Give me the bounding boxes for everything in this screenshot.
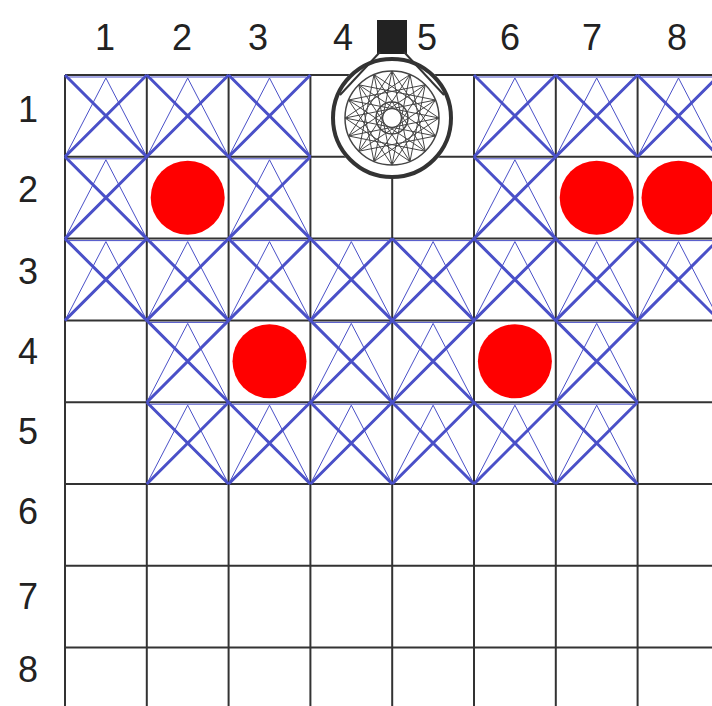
blocked-cell bbox=[638, 75, 712, 157]
red-ball bbox=[151, 161, 225, 235]
blocked-cell bbox=[310, 402, 392, 484]
column-number: 7 bbox=[582, 20, 602, 56]
blocked-cell bbox=[310, 239, 392, 321]
blocked-cell bbox=[147, 402, 229, 484]
blocked-cell bbox=[556, 402, 638, 484]
column-number: 6 bbox=[500, 20, 520, 56]
blocked-cell bbox=[556, 320, 638, 402]
grid-line bbox=[64, 75, 66, 706]
grid-line bbox=[309, 75, 311, 706]
grid-line bbox=[228, 75, 230, 706]
grid-line bbox=[473, 75, 475, 706]
red-ball bbox=[478, 324, 552, 398]
column-number: 8 bbox=[667, 20, 687, 56]
blocked-cell bbox=[474, 75, 556, 157]
column-number: 3 bbox=[248, 20, 268, 56]
blocked-cell bbox=[392, 320, 474, 402]
grid-line bbox=[555, 75, 557, 706]
blocked-cell bbox=[638, 239, 712, 321]
grid-line bbox=[65, 565, 712, 567]
blocked-cell bbox=[474, 402, 556, 484]
blocked-cell bbox=[65, 75, 147, 157]
grid-line bbox=[65, 401, 712, 403]
column-number: 5 bbox=[417, 20, 437, 56]
column-number: 1 bbox=[95, 20, 115, 56]
blocked-cell bbox=[556, 75, 638, 157]
blocked-cell bbox=[474, 239, 556, 321]
blocked-cell bbox=[229, 75, 311, 157]
row-number: 8 bbox=[18, 652, 38, 688]
blocked-cell bbox=[474, 157, 556, 239]
blocked-cell bbox=[556, 239, 638, 321]
blocked-cell bbox=[65, 157, 147, 239]
blocked-cell bbox=[392, 402, 474, 484]
blocked-cell bbox=[65, 239, 147, 321]
column-number: 4 bbox=[333, 20, 353, 56]
blocked-cell bbox=[229, 157, 311, 239]
red-ball bbox=[233, 324, 307, 398]
blocked-cell bbox=[392, 239, 474, 321]
row-number: 4 bbox=[18, 334, 38, 370]
grid-line bbox=[65, 319, 712, 321]
balls bbox=[151, 161, 712, 399]
red-ball bbox=[642, 161, 712, 235]
grid-line bbox=[637, 75, 639, 706]
row-number: 7 bbox=[18, 579, 38, 615]
blocked-cell bbox=[229, 402, 311, 484]
row-number: 3 bbox=[18, 254, 38, 290]
grid-line bbox=[65, 483, 712, 485]
grid-line bbox=[65, 647, 712, 649]
blocked-cell bbox=[310, 320, 392, 402]
row-number: 2 bbox=[18, 172, 38, 208]
basketball-hoop bbox=[331, 20, 453, 179]
blocked-cell bbox=[147, 75, 229, 157]
blocked-cell bbox=[147, 320, 229, 402]
row-number: 1 bbox=[18, 92, 38, 128]
grid-line bbox=[65, 238, 712, 240]
blocked-cell bbox=[229, 239, 311, 321]
red-ball bbox=[560, 161, 634, 235]
row-number: 5 bbox=[18, 414, 38, 450]
row-number: 6 bbox=[18, 494, 38, 530]
column-number: 2 bbox=[172, 20, 192, 56]
grid-line bbox=[146, 75, 148, 706]
blocked-cell bbox=[147, 239, 229, 321]
